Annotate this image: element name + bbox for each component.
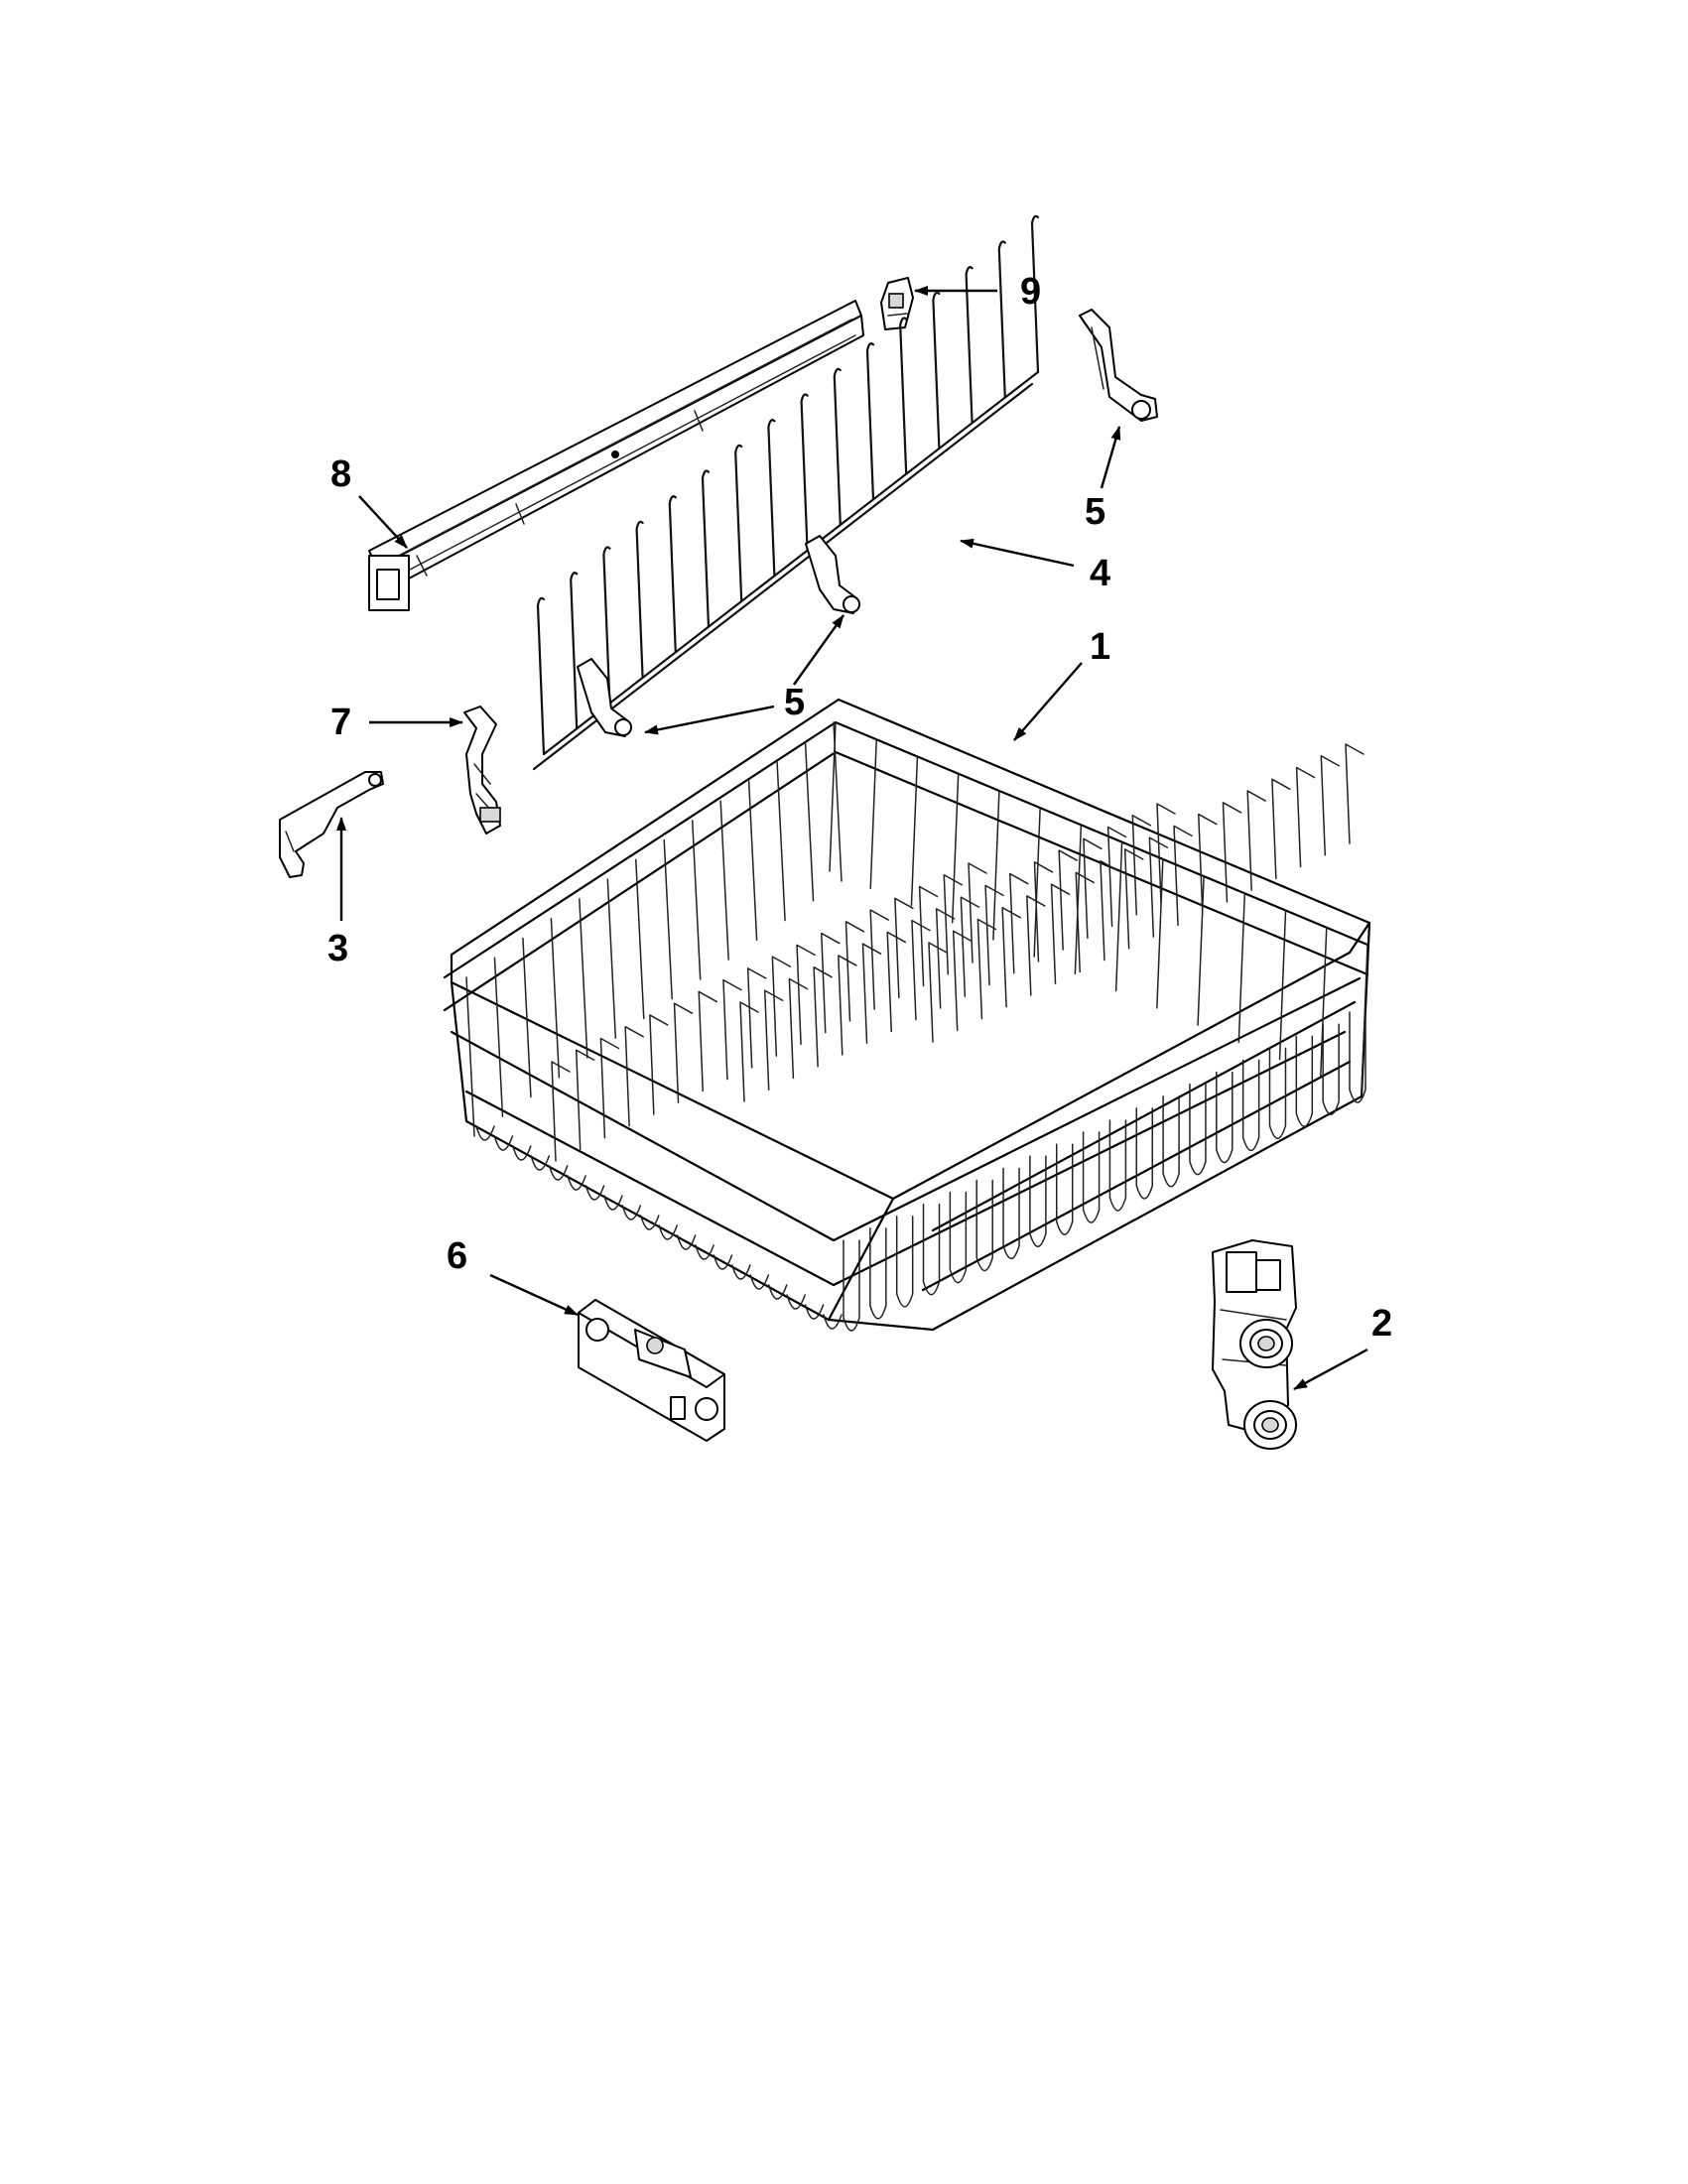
leader-arrow-8 bbox=[358, 495, 408, 549]
leader-arrow-6 bbox=[489, 1273, 579, 1317]
leader-arrow-5b-upper bbox=[793, 614, 844, 686]
upper-rack-basket-part bbox=[443, 698, 1371, 1332]
fold-down-tines-part bbox=[532, 214, 1040, 771]
callout-5-upper: 5 bbox=[1085, 491, 1105, 533]
callout-9: 9 bbox=[1020, 271, 1041, 313]
rack-handle-part bbox=[463, 706, 501, 835]
callout-4: 4 bbox=[1090, 553, 1110, 594]
leader-arrow-2 bbox=[1293, 1348, 1368, 1391]
callout-1: 1 bbox=[1090, 626, 1110, 668]
rack-rail-part bbox=[368, 300, 864, 611]
rack-bracket-part bbox=[578, 1299, 725, 1442]
leader-arrows bbox=[336, 286, 1368, 1391]
leader-arrow-4 bbox=[960, 538, 1075, 568]
callout-3: 3 bbox=[327, 928, 348, 969]
leader-arrow-5b-lower bbox=[644, 705, 775, 735]
leader-arrow-1 bbox=[1013, 662, 1083, 741]
adjuster-lever-part bbox=[279, 771, 384, 878]
rack-adjuster-part bbox=[1212, 1239, 1297, 1450]
callout-6: 6 bbox=[447, 1235, 467, 1277]
tine-clip-part-upper bbox=[1079, 309, 1158, 422]
callout-7: 7 bbox=[330, 702, 351, 743]
callout-5-middle: 5 bbox=[784, 682, 805, 723]
callout-8: 8 bbox=[330, 453, 351, 495]
leader-arrow-5a bbox=[1100, 426, 1121, 489]
rack-stop-clip-part bbox=[880, 277, 914, 330]
callout-2: 2 bbox=[1371, 1303, 1392, 1345]
